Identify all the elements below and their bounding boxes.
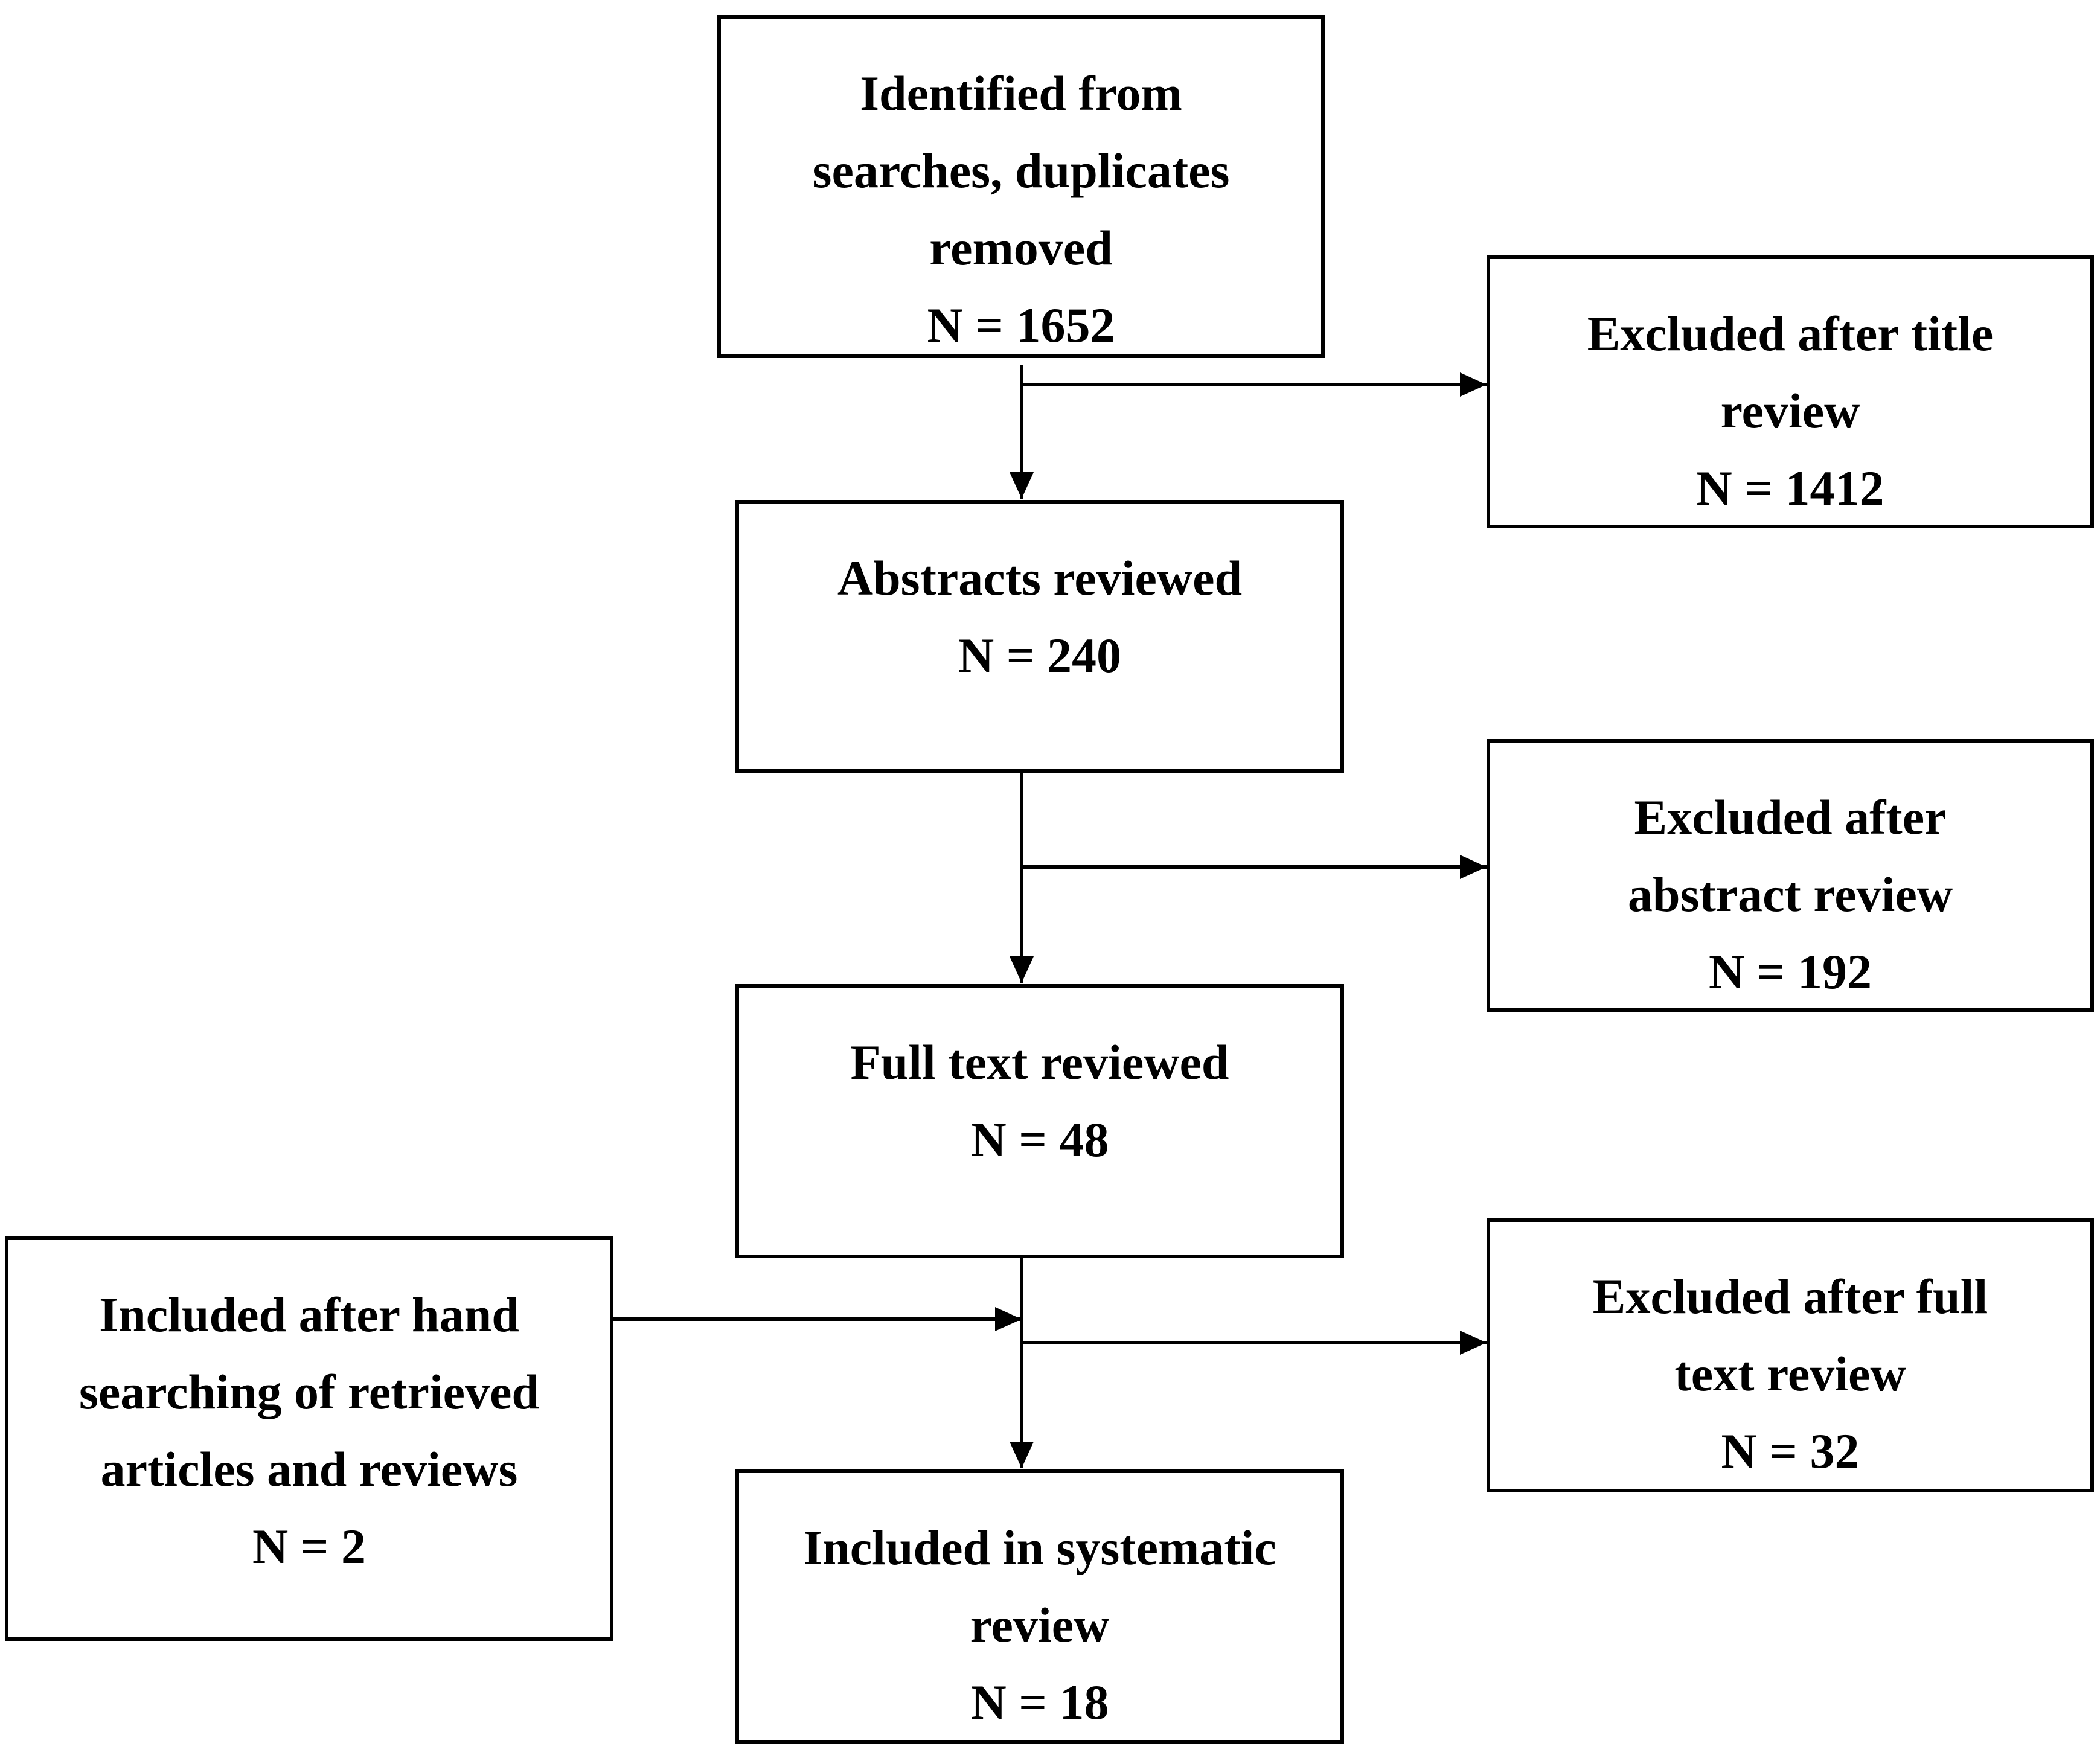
abstracts-count: N = 240 <box>958 628 1121 683</box>
abstracts-box: Abstracts reviewed N = 240 <box>735 500 1344 773</box>
excluded-abstract-box: Excluded after abstract review N = 192 <box>1487 739 2094 1012</box>
excluded-full-text-line-1: Excluded after full <box>1592 1269 1988 1324</box>
included-line-2: review <box>970 1597 1110 1652</box>
excluded-abstract-line-2: abstract review <box>1627 867 1953 922</box>
included-line-1: Included in systematic <box>803 1520 1276 1575</box>
included-count: N = 18 <box>970 1675 1109 1730</box>
identified-count: N = 1652 <box>927 298 1115 353</box>
excluded-title-line-2: review <box>1720 383 1860 438</box>
hand-search-line-1: Included after hand <box>99 1287 519 1342</box>
hand-search-line-3: articles and reviews <box>100 1442 518 1497</box>
included-box: Included in systematic review N = 18 <box>735 1469 1344 1744</box>
hand-search-line-2: searching of retrieved <box>78 1364 540 1419</box>
hand-search-box: Included after hand searching of retriev… <box>5 1236 613 1641</box>
identified-line-1: Identified from <box>860 66 1182 121</box>
excluded-full-text-count: N = 32 <box>1721 1424 1860 1479</box>
hand-search-count: N = 2 <box>252 1519 366 1574</box>
excluded-title-line-1: Excluded after title <box>1587 306 1994 361</box>
excluded-full-text-line-2: text review <box>1674 1346 1906 1401</box>
identified-box: Identified from searches, duplicates rem… <box>717 15 1325 358</box>
identified-line-2: searches, duplicates <box>812 143 1230 198</box>
full-text-line-1: Full text reviewed <box>850 1035 1229 1090</box>
abstracts-line-1: Abstracts reviewed <box>837 551 1243 606</box>
full-text-count: N = 48 <box>970 1112 1109 1167</box>
excluded-full-text-box: Excluded after full text review N = 32 <box>1487 1218 2094 1492</box>
excluded-title-count: N = 1412 <box>1696 461 1884 516</box>
excluded-abstract-line-1: Excluded after <box>1634 790 1947 845</box>
identified-line-3: removed <box>929 220 1113 275</box>
full-text-box: Full text reviewed N = 48 <box>735 984 1344 1258</box>
excluded-abstract-count: N = 192 <box>1709 944 1872 999</box>
excluded-title-box: Excluded after title review N = 1412 <box>1487 255 2094 528</box>
